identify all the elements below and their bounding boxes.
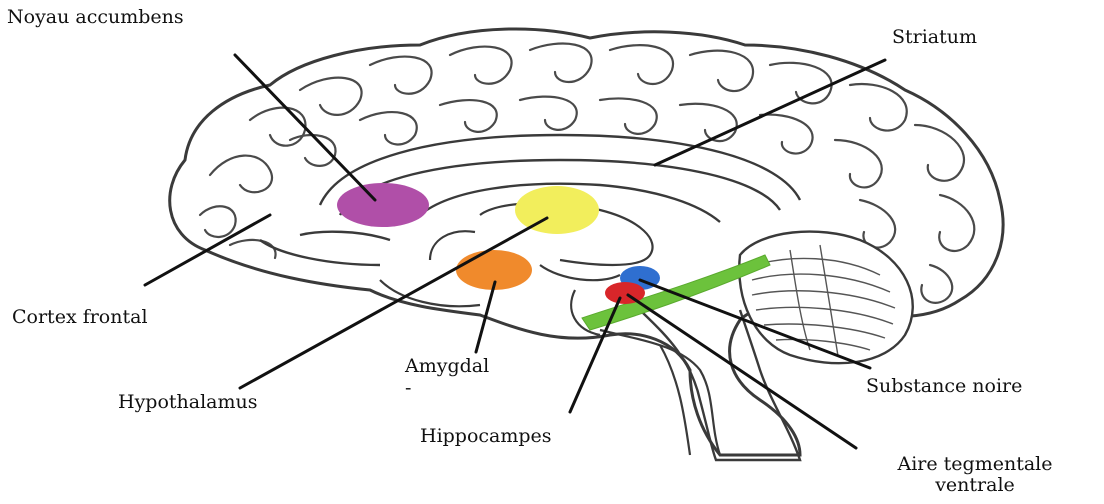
label-aire-tegmentale-line2: ventrale [865,475,1085,496]
label-amygdal-dash: - [405,378,411,399]
label-cortex-frontal: Cortex frontal [12,307,148,328]
noyau-accumbens-marker [337,183,429,227]
label-amygdal: Amygdal [405,356,489,377]
label-striatum: Striatum [892,27,977,48]
label-aire-tegmentale-line1: Aire tegmentale [865,454,1085,475]
label-aire-tegmentale: Aire tegmentale ventrale [865,454,1085,496]
label-hypothalamus: Hypothalamus [118,392,258,413]
label-hippocampes: Hippocampes [420,426,552,447]
label-substance-noire: Substance noire [866,376,1022,397]
hypothalamus-marker [515,186,599,234]
label-noyau-accumbens: Noyau accumbens [7,7,184,28]
